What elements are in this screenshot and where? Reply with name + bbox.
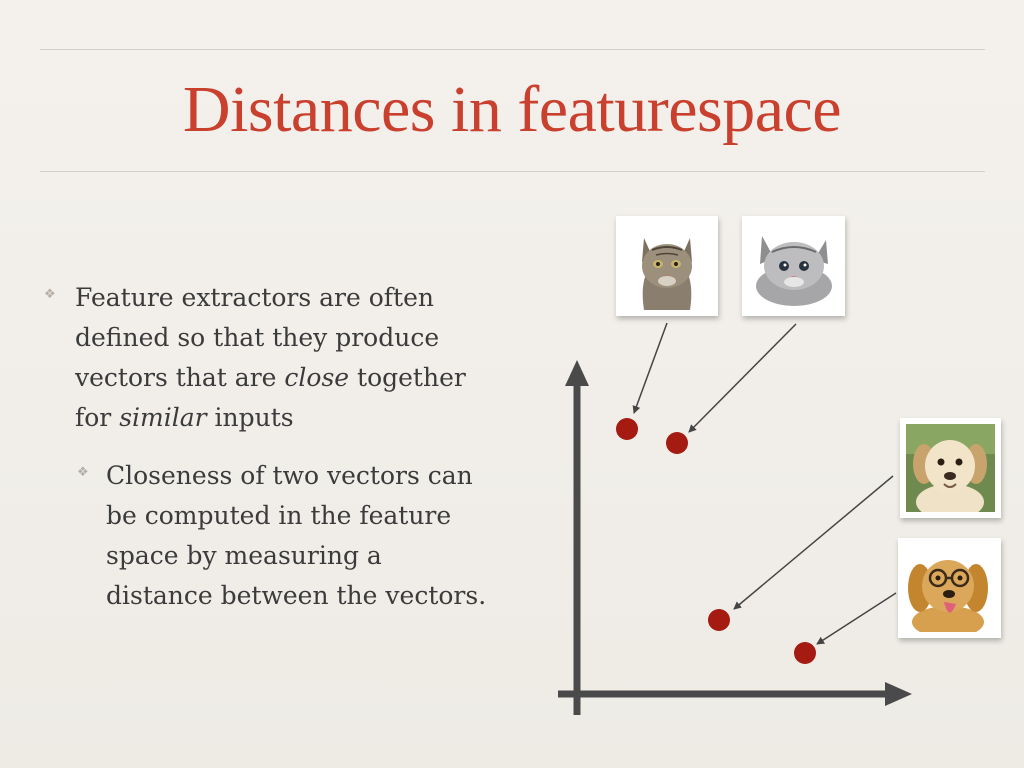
pointer-arrow-cat: [632, 322, 668, 414]
bullet-level-2: ❖ Closeness of two vectors can be comput…: [77, 456, 496, 616]
bullet-text-emphasis: close: [284, 363, 350, 392]
photo-tabby-cat: [616, 216, 718, 316]
photo-grey-kitten: [742, 216, 845, 316]
bullet-text: Feature extractors are often defined so …: [75, 278, 485, 438]
bullet-diamond-icon: ❖: [77, 465, 89, 480]
title-divider: [40, 171, 985, 172]
feature-point-cat: [616, 418, 638, 440]
bullet-text-emphasis: similar: [119, 403, 207, 432]
kitten-icon: [748, 222, 839, 310]
tabby-cat-icon: [622, 222, 712, 310]
x-axis-arrowhead-icon: [885, 682, 912, 706]
photo-labrador-puppy: [900, 418, 1001, 518]
pointer-arrow-puppy: [733, 475, 894, 610]
bullet-text-run: Feature extractors are often defined so …: [75, 283, 440, 392]
bullet-level-1: ❖ Feature extractors are often defined s…: [44, 278, 485, 438]
golden-retriever-icon: [904, 544, 995, 632]
feature-point-golden: [794, 642, 816, 664]
feature-point-puppy: [708, 609, 730, 631]
pointer-arrow-golden: [816, 592, 897, 645]
bullet-text-run: Closeness of two vectors can be computed…: [106, 461, 487, 610]
bullet-text-run: inputs: [206, 403, 294, 432]
slide-title: Distances in featurespace: [182, 73, 842, 146]
bullet-diamond-icon: ❖: [44, 287, 56, 302]
photo-golden-retriever: [898, 538, 1001, 638]
y-axis-arrowhead-icon: [565, 360, 589, 386]
pointer-arrow-kitten: [688, 323, 797, 433]
top-divider: [40, 49, 985, 50]
bullet-text-run: together for: [75, 363, 466, 432]
feature-point-kitten: [666, 432, 688, 454]
bullet-text: Closeness of two vectors can be computed…: [106, 456, 496, 616]
puppy-icon: [906, 424, 995, 512]
